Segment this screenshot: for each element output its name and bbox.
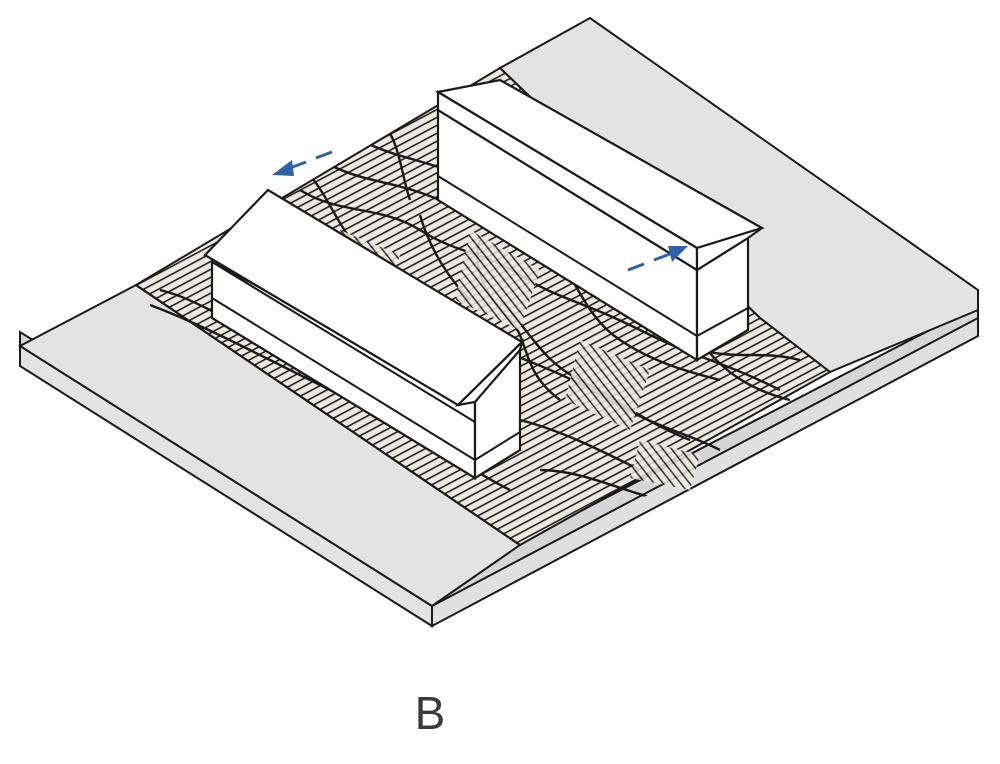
ground-slab <box>18 16 979 628</box>
building-right-gable <box>695 226 763 272</box>
building-left <box>203 188 525 480</box>
arrow-right-icon <box>627 246 688 272</box>
slab-front-face-right <box>431 316 979 628</box>
panel-label: B <box>414 687 446 739</box>
building-right <box>434 78 765 362</box>
building-left-gable <box>454 338 525 407</box>
arrow-left-icon <box>272 150 333 176</box>
